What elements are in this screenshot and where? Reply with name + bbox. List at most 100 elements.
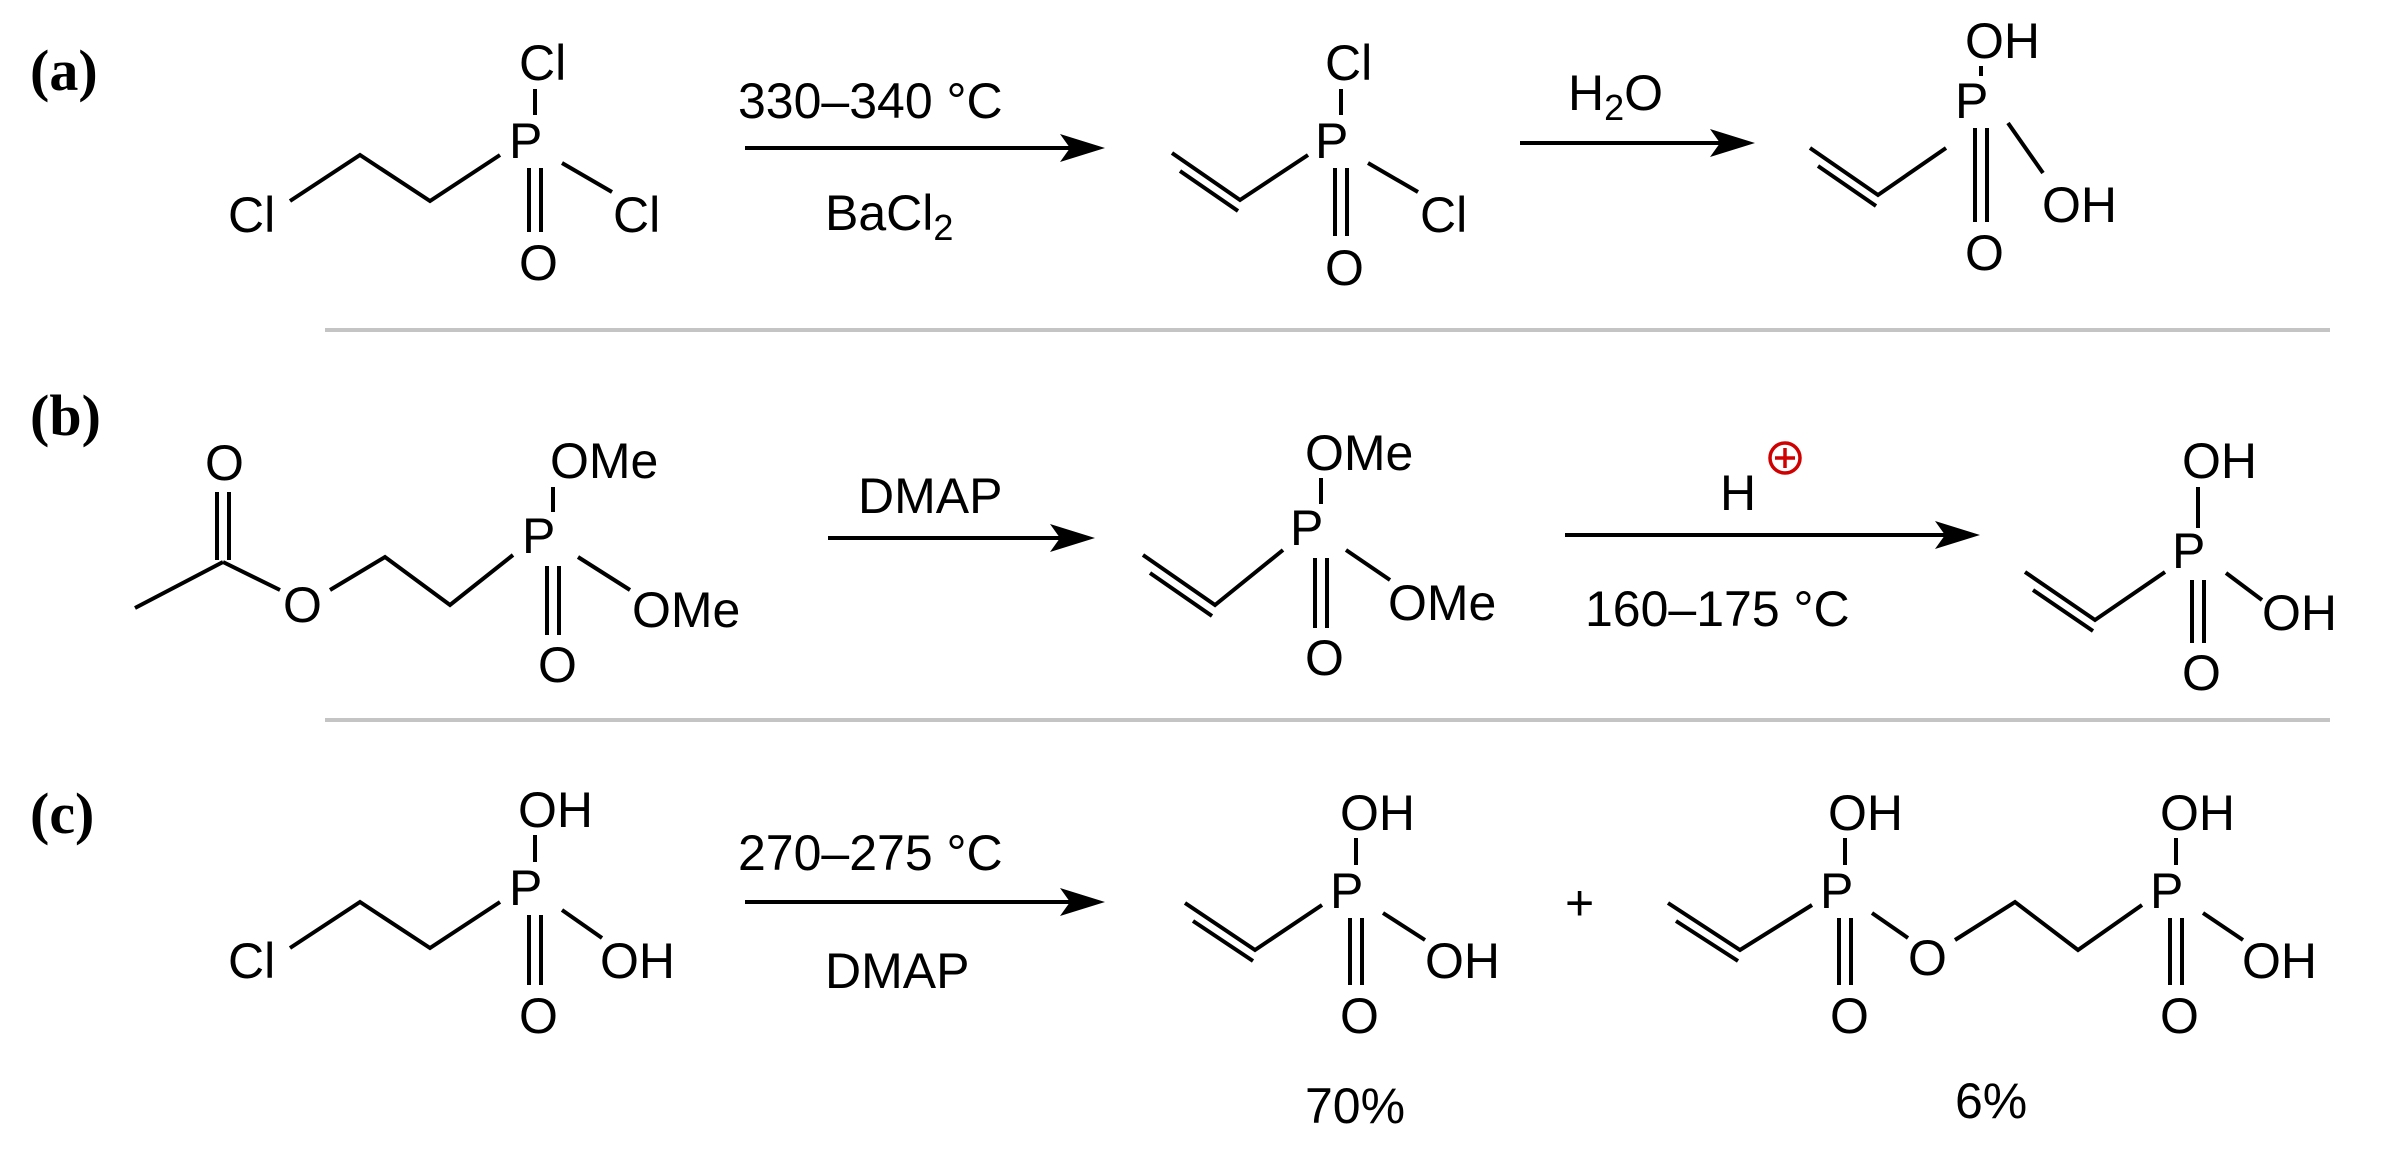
bond	[2006, 121, 2045, 175]
atom-o: O	[538, 637, 577, 693]
atom-p: P	[1290, 500, 1323, 556]
arrow-head	[1710, 129, 1755, 157]
reaction-arrow-a1: 330–340 °C BaCl2	[738, 73, 1105, 248]
positive-charge-icon	[1768, 441, 1802, 475]
condition-temperature: 270–275 °C	[738, 825, 1003, 881]
atom-cl: Cl	[613, 187, 660, 243]
atom-p: P	[1955, 73, 1988, 129]
bond	[1870, 911, 1910, 940]
atom-p: P	[522, 508, 555, 564]
molecule-chloroethylphosphonic-dichloride: Cl P Cl Cl O	[228, 35, 660, 291]
atom-o: O	[2182, 645, 2221, 701]
bond	[1808, 146, 1948, 198]
arrow-head	[1050, 524, 1095, 552]
bond	[288, 899, 502, 951]
atom-oh: OH	[600, 933, 675, 989]
atom-o: O	[1830, 988, 1869, 1044]
bond-double	[2031, 588, 2095, 633]
atom-o: O	[283, 577, 322, 633]
bond	[2023, 570, 2167, 623]
atom-cl: Cl	[1420, 187, 1467, 243]
reaction-arrow-a2: H2O	[1520, 65, 1755, 157]
row-b: (b) O O P OMe OMe O DMAP P	[30, 383, 2337, 701]
atom-oh: OH	[2182, 433, 2257, 489]
atom-oh: OH	[2042, 177, 2117, 233]
row-a: (a) Cl P Cl Cl O 330–340 °C BaCl2 P Cl C…	[30, 13, 2117, 296]
atom-o: O	[519, 988, 558, 1044]
reaction-arrow-b1: DMAP	[828, 468, 1095, 552]
atom-oh: OH	[1828, 785, 1903, 841]
bond-double	[1148, 571, 1214, 618]
atom-o: O	[1965, 225, 2004, 281]
atom-p: P	[2172, 523, 2205, 579]
atom-ome: OMe	[550, 433, 658, 489]
atom-o: O	[519, 235, 558, 291]
bond	[1666, 901, 1814, 953]
atom-cl: Cl	[519, 35, 566, 91]
label-c: (c)	[30, 781, 94, 846]
row-c: (c) Cl P OH OH O 270–275 °C DMAP P OH OH…	[30, 781, 2317, 1134]
atom-o: O	[1908, 930, 1947, 986]
bond	[560, 161, 614, 194]
atom-o: O	[1305, 630, 1344, 686]
atom-oh: OH	[1340, 785, 1415, 841]
atom-oh: OH	[1965, 13, 2040, 69]
bond-double	[1816, 164, 1878, 208]
atom-p: P	[509, 113, 542, 169]
atom-p: P	[1330, 863, 1363, 919]
condition-reagent: DMAP	[825, 943, 969, 999]
condition-temperature: 330–340 °C	[738, 73, 1003, 129]
molecule-vinylphosphonic-acid: P OH OH O 70%	[1183, 785, 1500, 1134]
bond	[1344, 548, 1392, 582]
molecule-dimethyl-vinylphosphonate: P OMe OMe O	[1141, 425, 1496, 686]
bond	[134, 560, 224, 610]
atom-oh: OH	[518, 782, 593, 838]
yield-product-1: 70%	[1305, 1078, 1405, 1134]
arrow-head	[1935, 521, 1980, 549]
atom-p: P	[509, 860, 542, 916]
atom-cl: Cl	[228, 933, 275, 989]
atom-o: O	[1325, 240, 1364, 296]
atom-oh: OH	[1425, 933, 1500, 989]
atom-ome: OMe	[632, 582, 740, 638]
atom-oh: OH	[2262, 585, 2337, 641]
molecule-acetoxyethyl-dimethylphosphonate: O O P OMe OMe O	[134, 433, 740, 693]
label-b: (b)	[30, 383, 101, 448]
bond	[1366, 161, 1420, 194]
condition-acid: H	[1720, 465, 1756, 521]
bond	[2201, 911, 2245, 942]
atom-p: P	[1315, 113, 1348, 169]
atom-ome: OMe	[1388, 575, 1496, 631]
reaction-arrow-b2: H 160–175 °C	[1565, 441, 1980, 637]
label-a: (a)	[30, 38, 98, 103]
bond	[1953, 899, 2144, 953]
bond	[1141, 548, 1285, 608]
atom-o: O	[2160, 988, 2199, 1044]
arrow-head	[1060, 888, 1105, 916]
arrow-head	[1060, 134, 1105, 162]
molecule-chloroethylphosphonic-acid: Cl P OH OH O	[228, 782, 675, 1044]
condition-reagent: BaCl2	[825, 185, 953, 248]
reaction-arrow-c1: 270–275 °C DMAP	[738, 825, 1105, 999]
atom-oh: OH	[2160, 785, 2235, 841]
atom-p: P	[2150, 863, 2183, 919]
plus-sign: +	[1565, 875, 1594, 931]
condition-reagent: H2O	[1568, 65, 1663, 128]
bond-double	[1674, 919, 1740, 963]
atom-ome: OMe	[1305, 425, 1413, 481]
bond	[2224, 571, 2264, 602]
atom-cl: Cl	[1325, 35, 1372, 91]
bond	[1183, 901, 1324, 953]
molecule-vinylphosphonic-acid: P OH OH O	[1808, 13, 2117, 281]
bond	[328, 553, 515, 608]
molecule-vinylphosphonic-acid: P OH OH O	[2023, 433, 2337, 701]
atom-oh: OH	[2242, 933, 2317, 989]
condition-temperature: 160–175 °C	[1585, 581, 1850, 637]
condition-reagent: DMAP	[858, 468, 1002, 524]
bond-double	[1191, 919, 1255, 963]
bond	[1170, 151, 1310, 203]
bond	[1381, 911, 1427, 942]
atom-p: P	[1820, 863, 1853, 919]
bond	[222, 560, 281, 592]
atom-cl: Cl	[228, 187, 275, 243]
